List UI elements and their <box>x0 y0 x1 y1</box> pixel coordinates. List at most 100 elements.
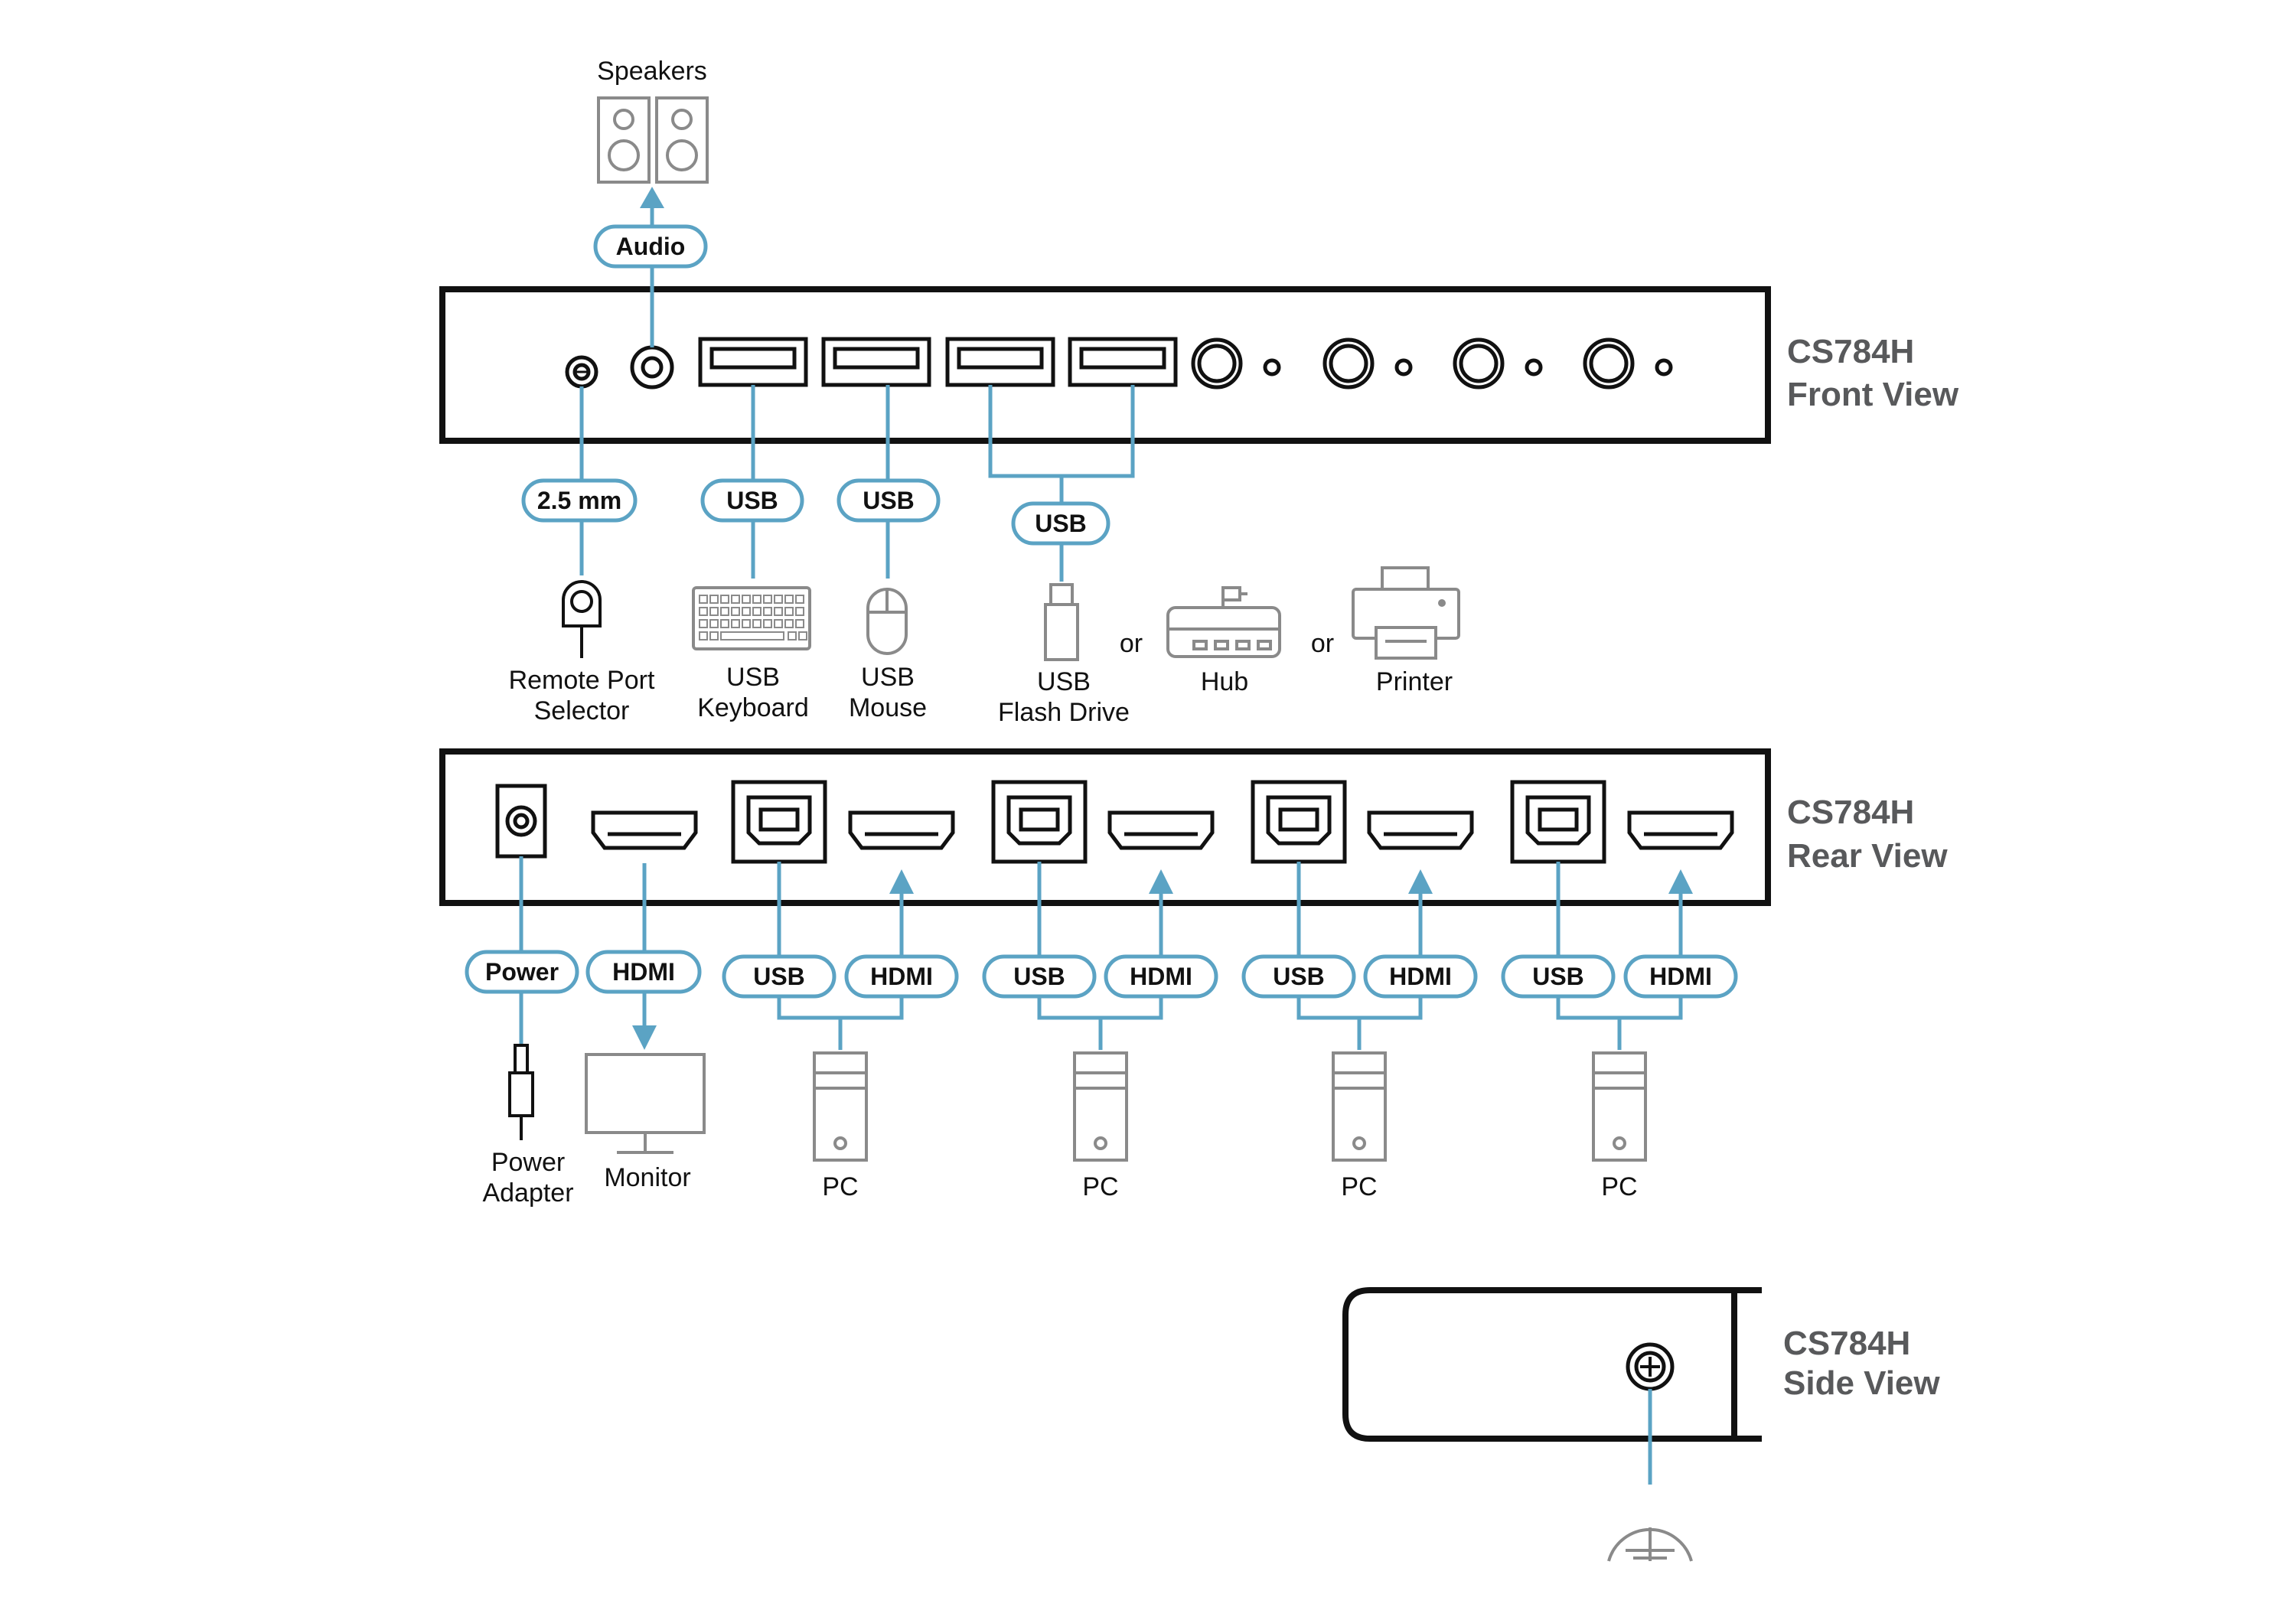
power-adapter-label-2: Adapter <box>482 1178 573 1208</box>
keyboard-key <box>699 619 708 628</box>
svg-text:USB: USB <box>863 487 915 514</box>
usb-a-port-2 <box>821 337 931 387</box>
keyboard-key <box>784 619 794 628</box>
printer-label: Printer <box>1376 667 1453 696</box>
hdmi-pill-label: HDMI <box>1389 963 1452 990</box>
hub-icon <box>1166 586 1281 658</box>
keyboard-key <box>699 595 708 604</box>
remote-port-jack <box>565 355 598 389</box>
usb-flash-drive-label-2: Flash Drive <box>998 698 1130 727</box>
keyboard-icon <box>692 586 811 650</box>
usb-pill-label: USB <box>1532 963 1584 990</box>
keyboard-key <box>774 595 783 604</box>
hdmi-pill-label: HDMI <box>1649 963 1712 990</box>
svg-text:Audio: Audio <box>616 233 686 260</box>
keyboard-key <box>699 631 708 641</box>
port-selection-button-3 <box>1453 337 1543 390</box>
speakers-icon <box>597 96 709 184</box>
keyboard-key <box>720 619 729 628</box>
audio-jack <box>630 345 674 390</box>
ground-symbol-icon <box>1607 1527 1693 1562</box>
hdmi-pc-cable-pill-3: HDMI <box>1363 954 1478 999</box>
usb-pc-cable-pill-2: USB <box>982 954 1097 999</box>
remote-port-selector-label-1: Remote Port <box>509 666 655 695</box>
hdmi-monitor-cable-pill: HDMI <box>585 950 702 994</box>
pc-label-4: PC <box>1601 1172 1637 1201</box>
kvm-usb-port-3 <box>1253 782 1345 862</box>
svg-text:HDMI: HDMI <box>612 958 675 986</box>
pc-connection-3: USB HDMI PC <box>1241 862 1478 1201</box>
keyboard-key <box>731 607 740 616</box>
usb-keyboard-cable-pill: USB <box>700 478 804 523</box>
hdmi-arrow-icon <box>889 869 914 894</box>
keyboard-key <box>709 595 719 604</box>
usb-pc-cable-pill-1: USB <box>722 954 837 999</box>
keyboard-key <box>709 631 719 641</box>
console-hdmi-port <box>593 813 696 848</box>
usb-mouse-label-2: Mouse <box>849 693 927 722</box>
or-label-2: or <box>1311 629 1334 658</box>
usb-peripheral-cable-pill: USB <box>1011 501 1110 546</box>
usb-a-port-3 <box>945 337 1055 387</box>
keyboard-key <box>795 595 804 604</box>
keyboard-key <box>742 607 751 616</box>
usb-pc-cable-pill-4: USB <box>1501 954 1616 999</box>
hdmi-pc-cable-pill-2: HDMI <box>1104 954 1218 999</box>
power-adapter-icon <box>508 1044 534 1140</box>
kvm-usb-port-4 <box>1512 782 1604 862</box>
pc-label-1: PC <box>822 1172 858 1201</box>
audio-cable-pill: Audio <box>593 224 708 269</box>
remote-port-selector-label-2: Selector <box>534 696 630 725</box>
port-selection-button-4 <box>1583 337 1673 390</box>
pc-tower-icon <box>1073 1051 1128 1162</box>
hdmi-arrow-icon <box>1149 869 1173 894</box>
svg-text:USB: USB <box>1035 510 1087 537</box>
power-adapter-label-1: Power <box>491 1148 565 1177</box>
pc-label-2: PC <box>1082 1172 1118 1201</box>
svg-text:USB: USB <box>726 487 778 514</box>
hub-label: Hub <box>1201 667 1248 696</box>
keyboard-key <box>720 607 729 616</box>
monitor-arrow-icon <box>632 1025 657 1050</box>
keyboard-key <box>709 619 719 628</box>
side-view-model: CS784H <box>1783 1325 1910 1362</box>
svg-text:Power: Power <box>485 958 559 986</box>
keyboard-spacebar <box>720 631 784 641</box>
usb-pc-cable-pill-3: USB <box>1241 954 1356 999</box>
keyboard-key <box>763 595 772 604</box>
keyboard-key <box>788 631 797 641</box>
side-panel <box>1342 1287 1762 1442</box>
rear-view-label: Rear View <box>1787 837 1948 875</box>
port-selection-button-2 <box>1322 337 1413 390</box>
keyboard-key <box>763 607 772 616</box>
keyboard-key <box>795 607 804 616</box>
usb-pill-label: USB <box>1273 963 1325 990</box>
keyboard-keys <box>699 595 807 641</box>
mouse-icon <box>866 588 908 655</box>
pc-label-3: PC <box>1341 1172 1377 1201</box>
keyboard-key <box>784 607 794 616</box>
svg-text:2.5 mm: 2.5 mm <box>537 487 621 514</box>
usb-keyboard-label-2: Keyboard <box>697 693 809 722</box>
front-view-label: Front View <box>1787 376 1959 413</box>
kvm-usb-port-1 <box>733 782 825 862</box>
power-jack <box>495 784 547 859</box>
front-view-model: CS784H <box>1787 333 1914 370</box>
pc-tower-icon <box>1592 1051 1647 1162</box>
keyboard-key <box>699 607 708 616</box>
remote-cable-pill: 2.5 mm <box>521 478 638 523</box>
usb-flash-drive-label-1: USB <box>1037 667 1091 696</box>
keyboard-key <box>742 619 751 628</box>
usb-flash-drive-icon <box>1044 583 1079 661</box>
keyboard-key <box>752 595 762 604</box>
keyboard-key <box>774 607 783 616</box>
monitor-icon <box>585 1053 706 1154</box>
keyboard-key <box>709 607 719 616</box>
hdmi-pill-label: HDMI <box>1130 963 1192 990</box>
kvm-hdmi-port-4 <box>1629 813 1732 848</box>
speakers-label: Speakers <box>597 57 707 86</box>
monitor-label: Monitor <box>604 1163 690 1192</box>
keyboard-key <box>784 595 794 604</box>
keyboard-key <box>731 619 740 628</box>
pc-tower-icon <box>1332 1051 1387 1162</box>
